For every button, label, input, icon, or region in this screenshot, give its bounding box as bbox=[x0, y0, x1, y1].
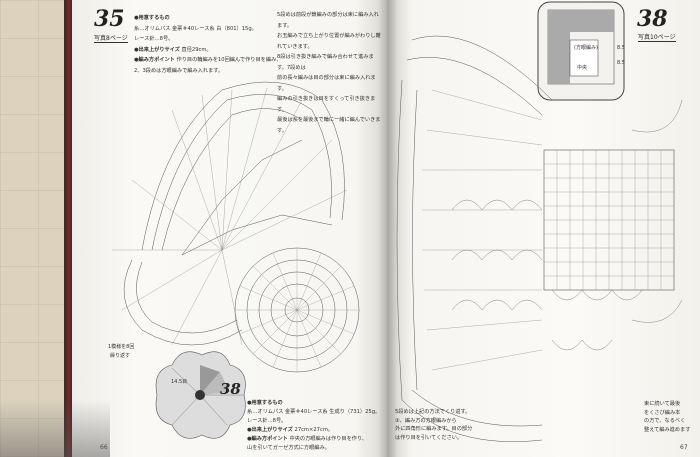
pattern-number-38-bottom: 38 bbox=[220, 380, 241, 398]
stitch-count-label: 14.5目 bbox=[171, 379, 188, 385]
points-line: 作り目の輪編みを10回編んで作り目を編み、 bbox=[176, 57, 282, 63]
photo-ref-tag-left: 写真8ページ bbox=[94, 35, 128, 43]
note-line: 最後は糸を最後まで輪に一緒に編んでいきます。 bbox=[277, 117, 381, 134]
materials-heading: ●用意するもの bbox=[247, 400, 283, 406]
instruction-note-35: 5段めは前段が鎖編みの部分は束に編み入れます。 お玉編みで立ち上がり位置が編みが… bbox=[277, 10, 383, 136]
points-line: 山を引いてガーゼ方式に方眼編み。 bbox=[247, 445, 330, 451]
note-line: 編みの引き抜きは目をすくって引き抜きます。 bbox=[277, 96, 376, 113]
page-number-right: 67 bbox=[680, 444, 688, 451]
note-line: 8段は引き抜き編みで編み合わせて進みます。7段めは bbox=[277, 54, 374, 71]
note-line: 前の長々編みは目の部分は束に編み入れます。 bbox=[277, 75, 376, 92]
crochet-diagram-35 bbox=[112, 81, 360, 439]
corner-note-38: 束に続いて最後 をくさび編み本 の方で、なるべく 整えて編み進めます bbox=[644, 400, 698, 434]
open-book: 35 写真8ページ ●用意するもの 糸…オリムパス 金票＃40レース糸 白（80… bbox=[72, 0, 700, 457]
materials-block-38: ●用意するもの 糸…オリムパス 金票＃40レース糸 生成り（731）25g。 レ… bbox=[247, 399, 382, 453]
size-value: 直径29cm。 bbox=[181, 46, 212, 53]
note-line: お玉編みで立ち上がり位置が編みがわりし離れていきます。 bbox=[277, 33, 381, 50]
materials-heading: ●用意するもの bbox=[134, 15, 170, 21]
size-value: 27cm×27cm。 bbox=[294, 427, 334, 433]
note-line: 外に四角形に編みます。目の部分 bbox=[395, 426, 473, 432]
repeat-label: 繰り返す bbox=[110, 353, 131, 359]
materials-block-35: ●用意するもの 糸…オリムパス 金票＃40レース糸 白（801）15g。 レース… bbox=[134, 13, 284, 76]
page-gutter bbox=[378, 0, 398, 457]
inset-label-dim: 8.5 bbox=[617, 60, 625, 66]
points-heading: ●編み方ポイント bbox=[134, 57, 175, 63]
inset-label-dim: 8.5 bbox=[617, 45, 625, 51]
materials-line: 糸…オリムパス 金票＃40レース糸 生成り（731）25g。 bbox=[247, 409, 381, 415]
inset-label-center: 中央 bbox=[577, 65, 588, 71]
size-heading: ●出来上がりサイズ bbox=[247, 427, 293, 433]
points-line: 2、3段めは方眼編みで編み入れます。 bbox=[134, 67, 224, 74]
points-heading: ●編み方ポイント bbox=[247, 436, 288, 442]
note-line: の方で、なるべく bbox=[644, 418, 686, 424]
pattern-number-35: 35 bbox=[94, 6, 125, 32]
materials-line: レース針…8号。 bbox=[134, 36, 174, 42]
note-line: 束に続いて最後 bbox=[644, 401, 681, 407]
repeat-label: 1模様を8回 bbox=[108, 344, 135, 350]
materials-line: 糸…オリムパス 金票＃40レース糸 白（801）15g。 bbox=[134, 25, 257, 32]
note-line: ③、編み方の方眼編みから bbox=[395, 417, 457, 424]
note-line: 整えて編み進めます bbox=[644, 426, 691, 433]
note-line: 5段めは前段が鎖編みの部分は束に編み入れます。 bbox=[277, 12, 379, 29]
note-line: 5段めは上記の方法でくり返す。 bbox=[395, 409, 471, 415]
inset-label-mesh: (方眼編み) bbox=[574, 45, 598, 51]
instruction-note-38: 5段めは上記の方法でくり返す。 ③、編み方の方眼編みから 外に四角形に編みます。… bbox=[395, 408, 535, 442]
materials-line: レース針…8号。 bbox=[247, 418, 287, 424]
points-line: 中央の方眼編みは作り目を作り、 bbox=[289, 436, 368, 442]
note-line: は作り目を引いてください。 bbox=[395, 434, 463, 441]
foreground-shadow bbox=[0, 400, 110, 457]
size-heading: ●出来上がりサイズ bbox=[134, 46, 180, 53]
pattern-number-38: 38 bbox=[637, 6, 668, 32]
photo-ref-tag-right: 写真10ページ bbox=[638, 34, 676, 42]
crochet-diagram-38 bbox=[396, 1, 683, 442]
note-line: をくさび編み本 bbox=[644, 409, 681, 416]
